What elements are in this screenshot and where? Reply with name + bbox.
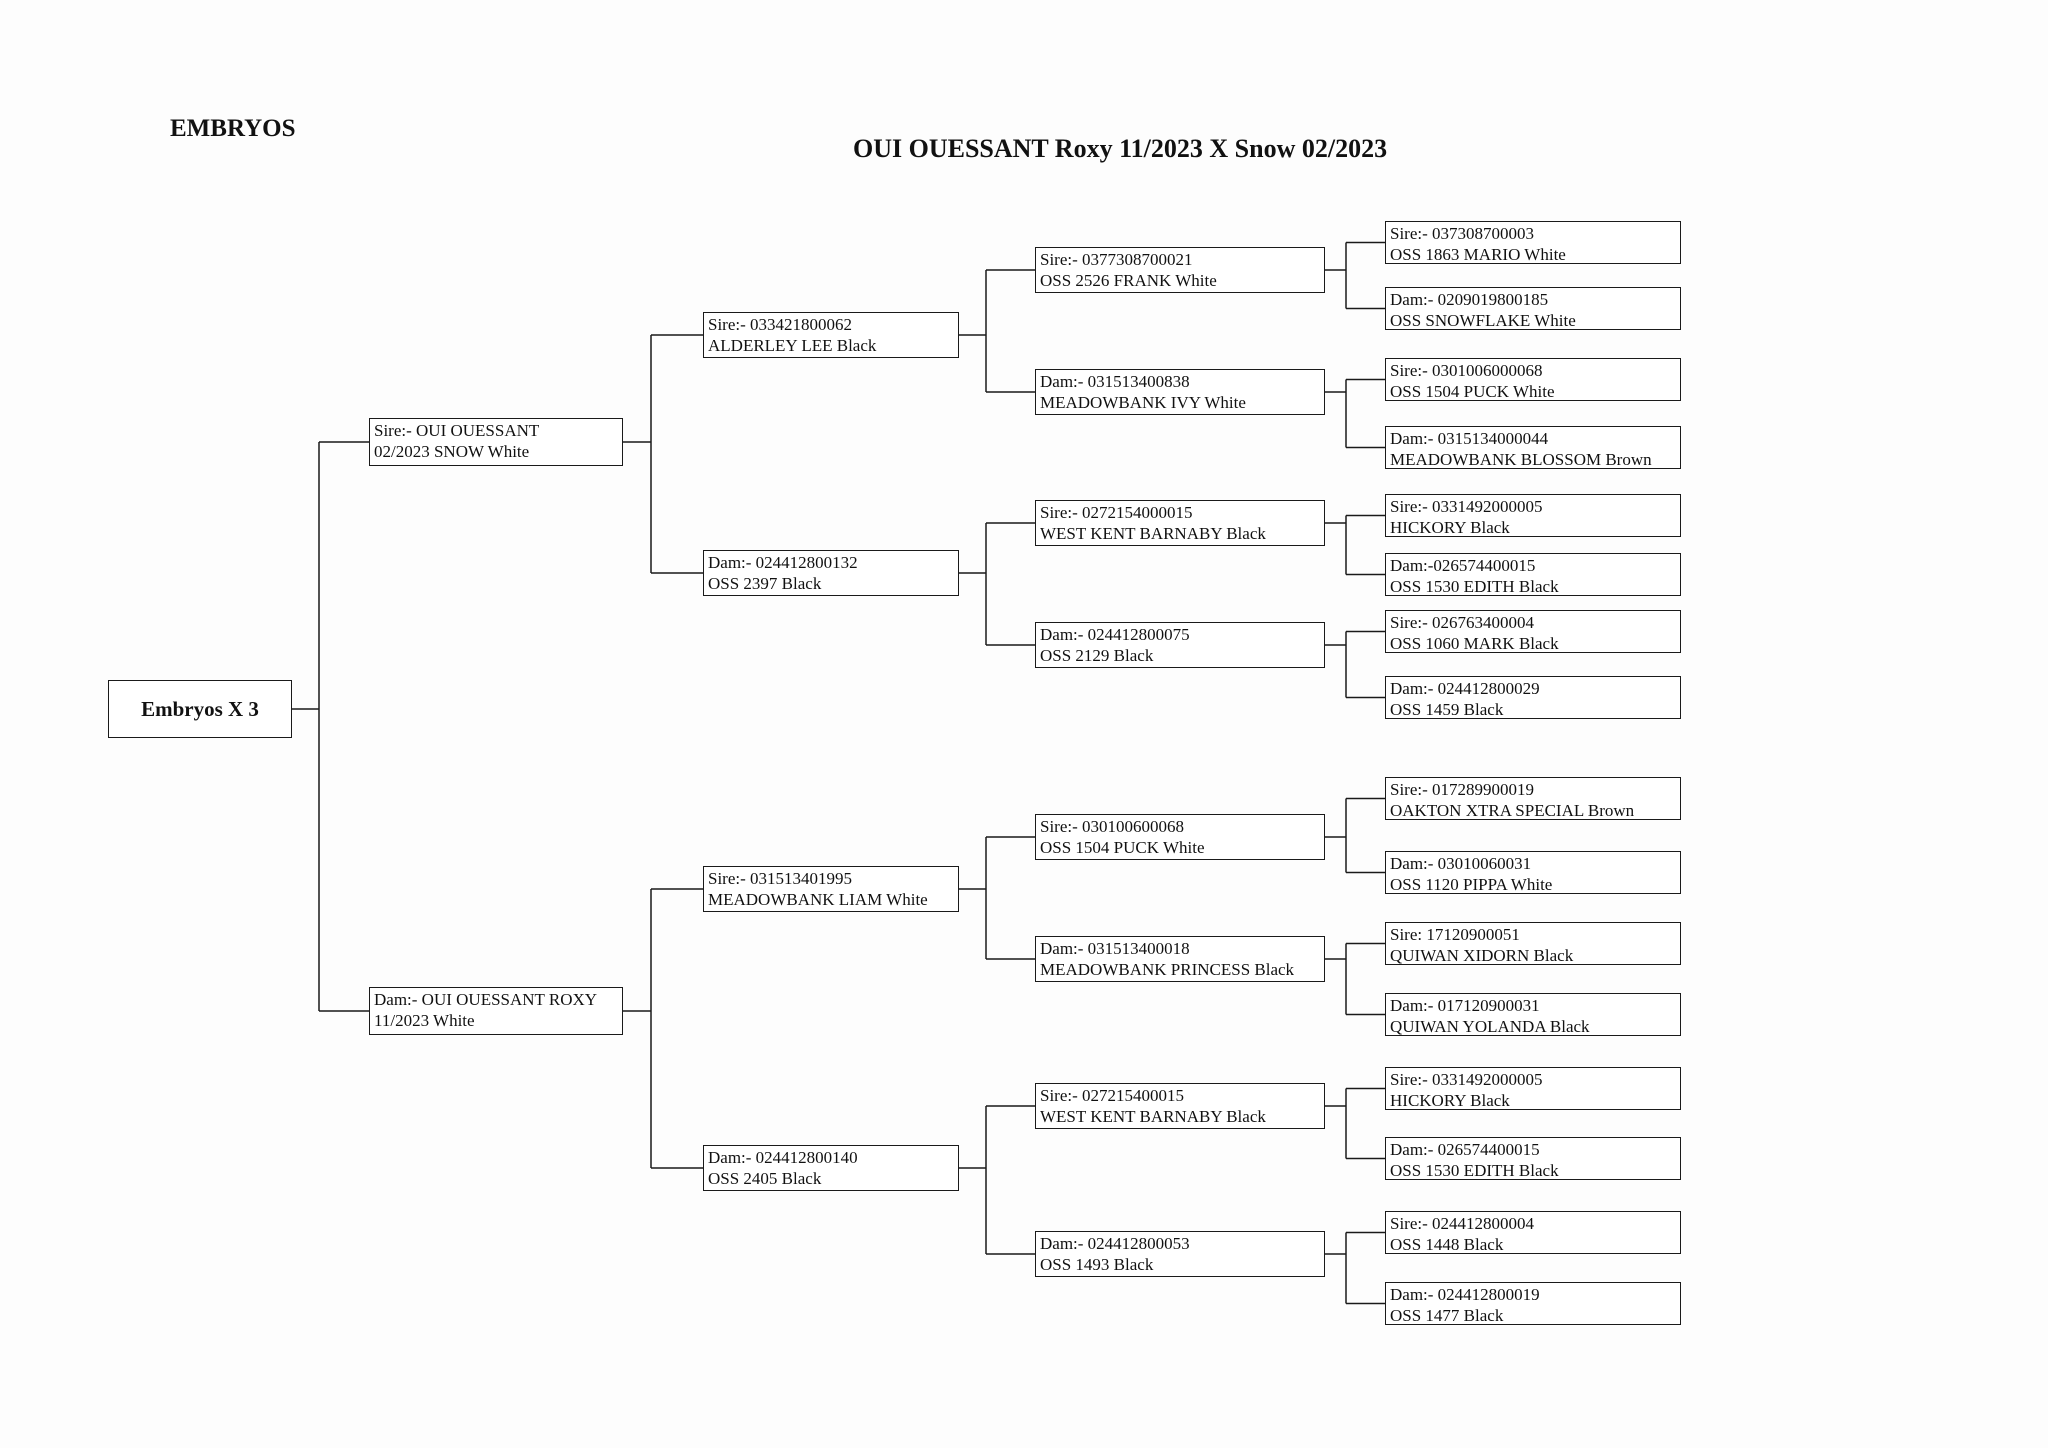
great-grandparent-sire-name-line: WEST KENT BARNABY Black bbox=[1040, 1107, 1266, 1126]
great-great-grandparent-sire-name-line: OSS 1863 MARIO White bbox=[1390, 245, 1566, 264]
parent-dam-id-line: Dam:- OUI OUESSANT ROXY bbox=[374, 990, 598, 1009]
parent-sire-name-line: 02/2023 SNOW White bbox=[374, 442, 530, 461]
great-grandparent-sire-id-line: Sire:- 0377308700021 bbox=[1040, 250, 1193, 269]
great-grandparent-sire-name-line: OSS 2526 FRANK White bbox=[1040, 271, 1217, 290]
grandparent-dam-id-line: Dam:- 024412800140 bbox=[708, 1148, 858, 1167]
great-grandparent-dam-id-line: Dam:- 031513400018 bbox=[1040, 939, 1190, 958]
grandparent-sire-id-line: Sire:- 033421800062 bbox=[708, 315, 853, 334]
great-great-grandparent-sire-id-line: Sire:- 026763400004 bbox=[1390, 613, 1535, 632]
document-label: EMBRYOS bbox=[170, 115, 296, 142]
great-grandparent-dam-id-line: Dam:- 031513400838 bbox=[1040, 372, 1190, 391]
great-great-grandparent-dam-id-line: Dam:- 017120900031 bbox=[1390, 996, 1540, 1015]
great-great-grandparent-dam-id-line: Dam:- 0209019800185 bbox=[1390, 290, 1549, 309]
great-great-grandparent-sire-name-line: HICKORY Black bbox=[1390, 518, 1510, 537]
great-great-grandparent-sire-name-line: OSS 1060 MARK Black bbox=[1390, 634, 1559, 653]
parent-dam-box: Dam:- OUI OUESSANT ROXY 11/2023 White bbox=[369, 987, 623, 1035]
grandparent-dam-id-line: Dam:- 024412800132 bbox=[708, 553, 858, 572]
great-great-grandparent-dam-name-line: OSS 1530 EDITH Black bbox=[1390, 1161, 1559, 1180]
great-grandparent-sire-name-line: OSS 1504 PUCK White bbox=[1040, 838, 1205, 857]
great-great-grandparent-sire-id-line: Sire: 17120900051 bbox=[1390, 925, 1520, 944]
great-great-grandparent-sire-name-line: OSS 1448 Black bbox=[1390, 1235, 1504, 1254]
great-great-grandparent-dam-id-line: Dam:- 024412800019 bbox=[1390, 1285, 1540, 1304]
grandparent-sire-name-line: MEADOWBANK LIAM White bbox=[708, 890, 928, 909]
great-grandparent-dam-name-line: OSS 2129 Black bbox=[1040, 646, 1154, 665]
great-great-grandparent-sire-name-line: OAKTON XTRA SPECIAL Brown bbox=[1390, 801, 1635, 820]
great-great-grandparent-dam-name-line: OSS SNOWFLAKE White bbox=[1390, 311, 1576, 330]
great-great-grandparent-sire-id-line: Sire:- 037308700003 bbox=[1390, 224, 1535, 243]
parent-sire-box: Sire:- OUI OUESSANT 02/2023 SNOW White bbox=[369, 418, 623, 466]
grandparent-dam-name-line: OSS 2397 Black bbox=[708, 574, 822, 593]
great-great-grandparent-sire-id-line: Sire:- 0331492000005 bbox=[1390, 1070, 1543, 1089]
great-great-grandparent-sire-name-line: OSS 1504 PUCK White bbox=[1390, 382, 1555, 401]
great-great-grandparent-sire-id-line: Sire:- 017289900019 bbox=[1390, 780, 1535, 799]
grandparent-dam-name-line: OSS 2405 Black bbox=[708, 1169, 822, 1188]
great-great-grandparent-dam-id-line: Dam:-026574400015 bbox=[1390, 556, 1536, 575]
document-title: OUI OUESSANT Roxy 11/2023 X Snow 02/2023 bbox=[853, 134, 1388, 163]
great-great-grandparent-dam-name-line: QUIWAN YOLANDA Black bbox=[1390, 1017, 1590, 1036]
great-grandparent-dam-name-line: MEADOWBANK IVY White bbox=[1040, 393, 1246, 412]
great-great-grandparent-sire-id-line: Sire:- 024412800004 bbox=[1390, 1214, 1535, 1233]
great-grandparent-dam-id-line: Dam:- 024412800075 bbox=[1040, 625, 1190, 644]
parent-sire-id-line: Sire:- OUI OUESSANT bbox=[374, 421, 540, 440]
great-great-grandparent-sire-id-line: Sire:- 0331492000005 bbox=[1390, 497, 1543, 516]
great-grandparent-sire-id-line: Sire:- 030100600068 bbox=[1040, 817, 1185, 836]
great-grandparent-sire-id-line: Sire:- 0272154000015 bbox=[1040, 503, 1193, 522]
great-great-grandparent-dam-id-line: Dam:- 024412800029 bbox=[1390, 679, 1540, 698]
great-great-grandparent-dam-id-line: Dam:- 026574400015 bbox=[1390, 1140, 1540, 1159]
great-great-grandparent-dam-id-line: Dam:- 03010060031 bbox=[1390, 854, 1532, 873]
great-great-grandparent-sire-name-line: HICKORY Black bbox=[1390, 1091, 1510, 1110]
root-embryos-box: Embryos X 3 bbox=[108, 680, 292, 738]
grandparent-sire-name-line: ALDERLEY LEE Black bbox=[708, 336, 877, 355]
great-great-grandparent-dam-name-line: OSS 1120 PIPPA White bbox=[1390, 875, 1553, 894]
great-great-grandparent-sire-name-line: QUIWAN XIDORN Black bbox=[1390, 946, 1574, 965]
great-grandparent-sire-id-line: Sire:- 027215400015 bbox=[1040, 1086, 1185, 1105]
grandparent-sire-id-line: Sire:- 031513401995 bbox=[708, 869, 853, 888]
great-grandparent-dam-id-line: Dam:- 024412800053 bbox=[1040, 1234, 1190, 1253]
great-grandparent-sire-name-line: WEST KENT BARNABY Black bbox=[1040, 524, 1266, 543]
great-grandparent-dam-name-line: OSS 1493 Black bbox=[1040, 1255, 1154, 1274]
great-great-grandparent-dam-name-line: OSS 1530 EDITH Black bbox=[1390, 577, 1559, 596]
great-grandparent-dam-name-line: MEADOWBANK PRINCESS Black bbox=[1040, 960, 1295, 979]
great-great-grandparent-dam-name-line: OSS 1477 Black bbox=[1390, 1306, 1504, 1325]
great-great-grandparent-dam-id-line: Dam:- 0315134000044 bbox=[1390, 429, 1549, 448]
great-great-grandparent-dam-name-line: MEADOWBANK BLOSSOM Brown bbox=[1390, 450, 1652, 469]
parent-dam-name-line: 11/2023 White bbox=[374, 1011, 475, 1030]
great-great-grandparent-dam-name-line: OSS 1459 Black bbox=[1390, 700, 1504, 719]
great-great-grandparent-sire-id-line: Sire:- 0301006000068 bbox=[1390, 361, 1543, 380]
